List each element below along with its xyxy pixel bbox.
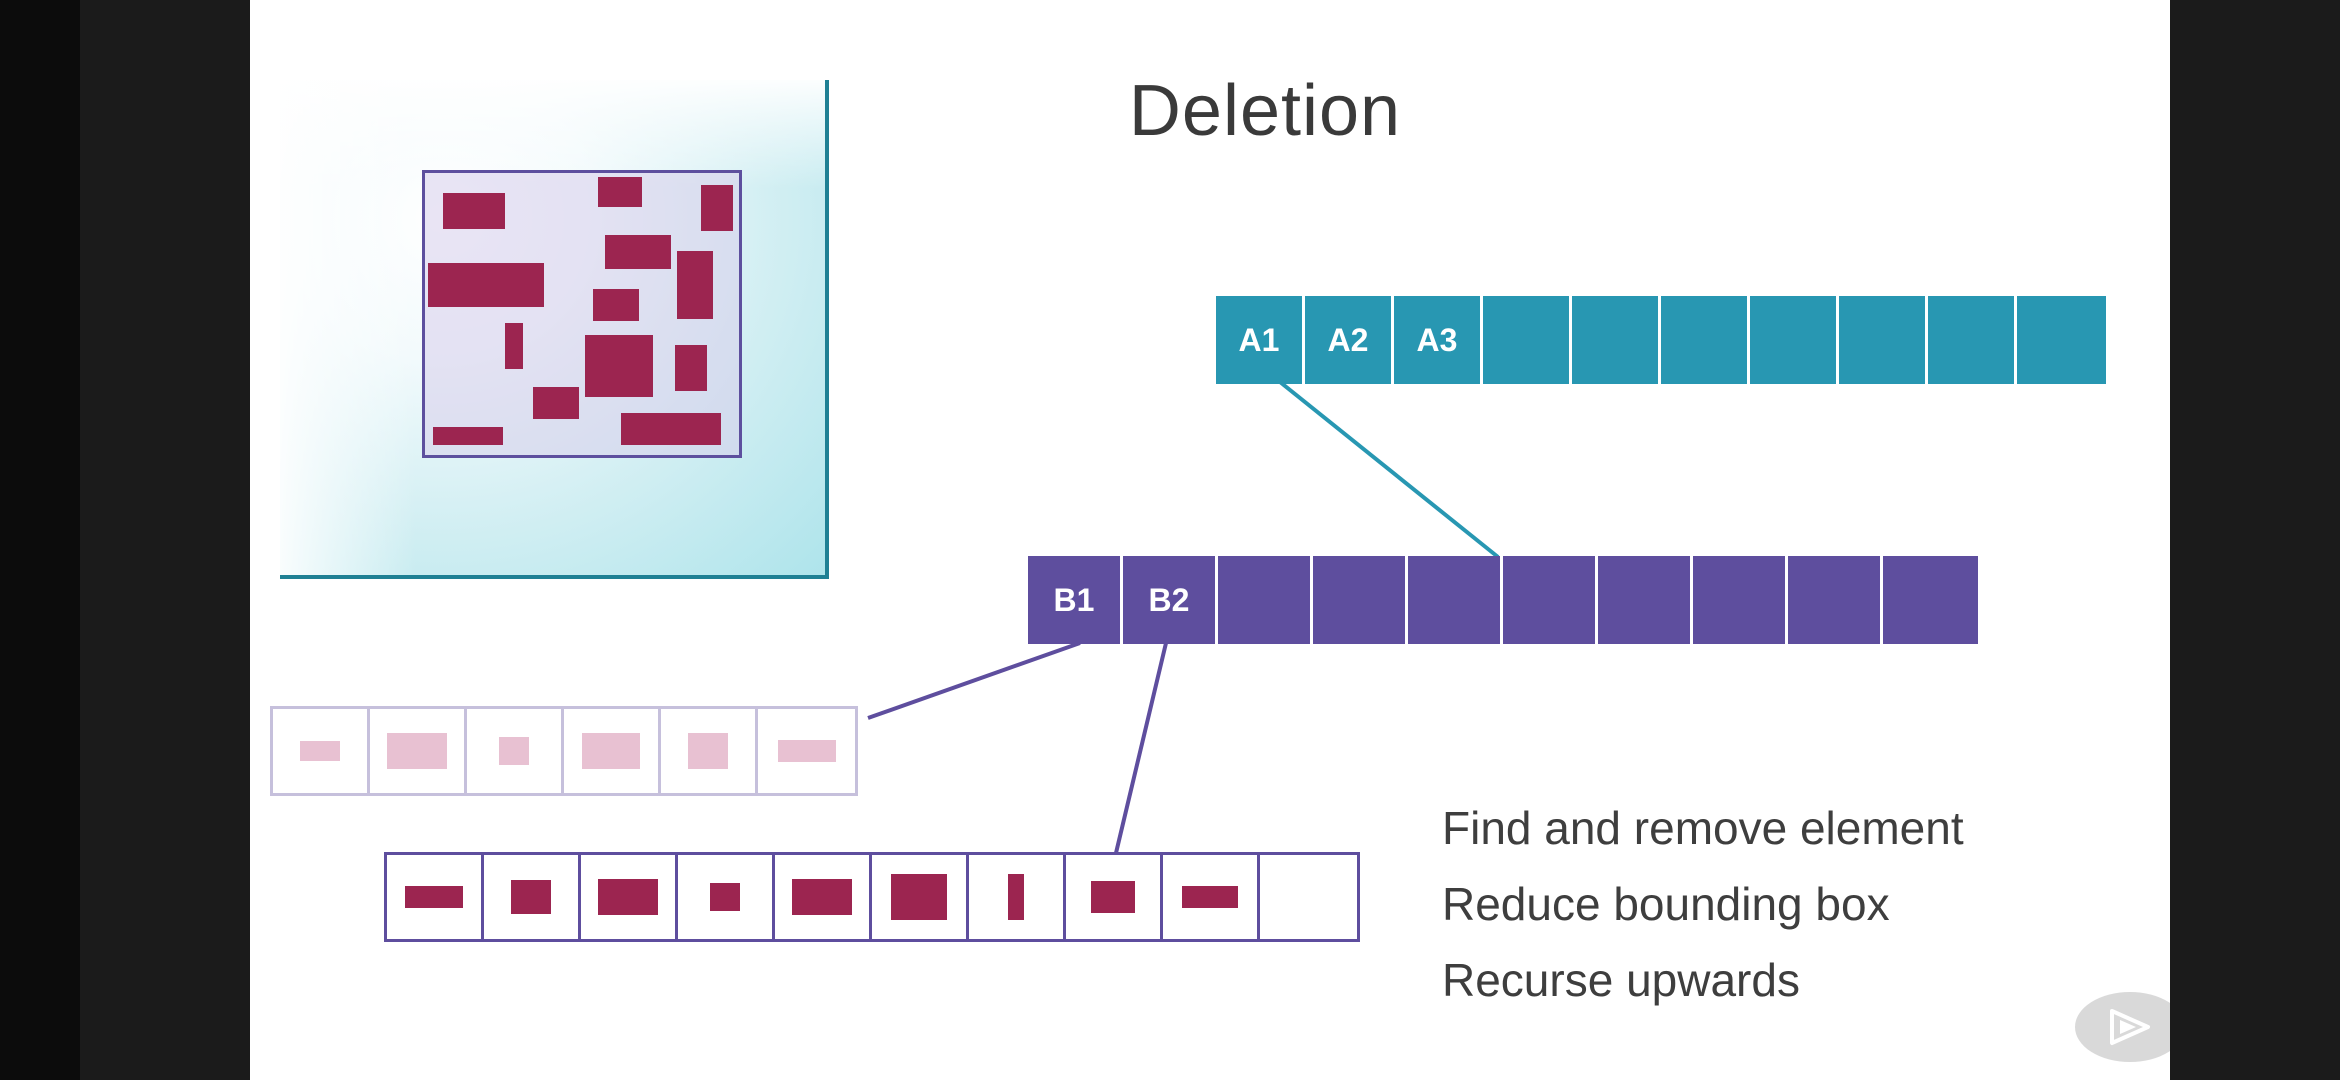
video-letterbox-left	[0, 0, 80, 1080]
leaf-entry	[775, 855, 872, 939]
object-rect	[443, 193, 505, 229]
leaf-entry-rect	[777, 740, 836, 762]
leaf-entry-rect	[598, 879, 658, 915]
node-b-entry: B2	[1123, 556, 1218, 644]
leaf-entry	[678, 855, 775, 939]
object-rect	[605, 235, 671, 269]
leaf-entry	[484, 855, 581, 939]
node-a-entry	[1750, 296, 1839, 384]
leaf-entry-empty	[1260, 855, 1357, 939]
leaf-entry-rect	[1182, 886, 1238, 908]
node-b-entry	[1788, 556, 1883, 644]
leaf-entry-rect	[688, 733, 728, 769]
node-b-entry	[1218, 556, 1313, 644]
object-rect	[428, 263, 544, 307]
node-a-entry: A2	[1305, 296, 1394, 384]
video-letterbox-left-inner	[80, 0, 250, 1080]
object-rect	[433, 427, 503, 445]
leaf-entry	[467, 709, 564, 793]
object-rect	[677, 251, 713, 319]
bullet-item: Reduce bounding box	[1442, 878, 1890, 930]
leaf-entry-rect	[300, 741, 340, 761]
leaf-entry	[969, 855, 1066, 939]
leaf-entry	[661, 709, 758, 793]
node-a-entry: A3	[1394, 296, 1483, 384]
leaf-node	[384, 852, 1360, 942]
leaf-entry-rect	[1008, 874, 1024, 920]
object-rect	[701, 185, 733, 231]
node-b-entry	[1883, 556, 1978, 644]
leaf-entry	[387, 855, 484, 939]
leaf-entry-rect	[1091, 881, 1135, 913]
leaf-entry-rect	[405, 886, 463, 908]
object-rect	[505, 323, 523, 369]
node-b-entry: B1	[1028, 556, 1123, 644]
leaf-entry-rect	[511, 880, 551, 914]
object-rect	[533, 387, 579, 419]
player-logo-button[interactable]	[2075, 992, 2170, 1062]
leaf-entry	[1066, 855, 1163, 939]
node-a-entry	[1928, 296, 2017, 384]
object-rect	[621, 413, 721, 445]
tree-links	[867, 380, 1500, 854]
leaf-entry-rect	[582, 733, 640, 769]
node-b-entry	[1598, 556, 1693, 644]
node-a-entry: A1	[1216, 296, 1305, 384]
leaf-entry-rect	[387, 733, 447, 769]
node-a-entry	[1839, 296, 1928, 384]
bounding-box	[422, 170, 742, 458]
node-b: B1 B2	[1028, 556, 1978, 644]
object-rect	[585, 335, 653, 397]
node-b-entry	[1408, 556, 1503, 644]
link-a1-b	[1278, 380, 1500, 559]
video-letterbox-right	[2170, 0, 2340, 1080]
slide: Deletion A1 A2 A3 B1	[250, 0, 2170, 1080]
leaf-entry	[758, 709, 855, 793]
play-logo-icon	[2110, 1009, 2150, 1045]
leaf-entry	[370, 709, 467, 793]
link-b2-leaf	[1114, 642, 1168, 854]
bullet-item: Find and remove element	[1442, 802, 1964, 854]
object-rect	[675, 345, 707, 391]
node-b-entry	[1503, 556, 1598, 644]
node-b-entry	[1693, 556, 1788, 644]
leaf-entry	[581, 855, 678, 939]
bullet-item: Recurse upwards	[1442, 954, 1800, 1006]
leaf-node-faded	[270, 706, 858, 796]
node-a-entry	[2017, 296, 2106, 384]
link-b1-leaf-faded	[867, 641, 1081, 720]
leaf-entry-rect	[499, 737, 529, 765]
bullet-list: Find and remove element Reduce bounding …	[1442, 790, 1964, 1018]
slide-title: Deletion	[1128, 71, 1402, 151]
leaf-entry	[564, 709, 661, 793]
leaf-entry-rect	[792, 879, 852, 915]
object-rect	[593, 289, 639, 321]
leaf-entry-rect	[891, 874, 947, 920]
node-b-entry	[1313, 556, 1408, 644]
node-a: A1 A2 A3	[1216, 296, 2106, 384]
node-a-entry	[1483, 296, 1572, 384]
object-rect	[598, 177, 642, 207]
leaf-entry	[273, 709, 370, 793]
leaf-entry	[872, 855, 969, 939]
leaf-entry-rect	[710, 883, 740, 911]
node-a-entry	[1572, 296, 1661, 384]
leaf-entry	[1163, 855, 1260, 939]
node-a-entry	[1661, 296, 1750, 384]
